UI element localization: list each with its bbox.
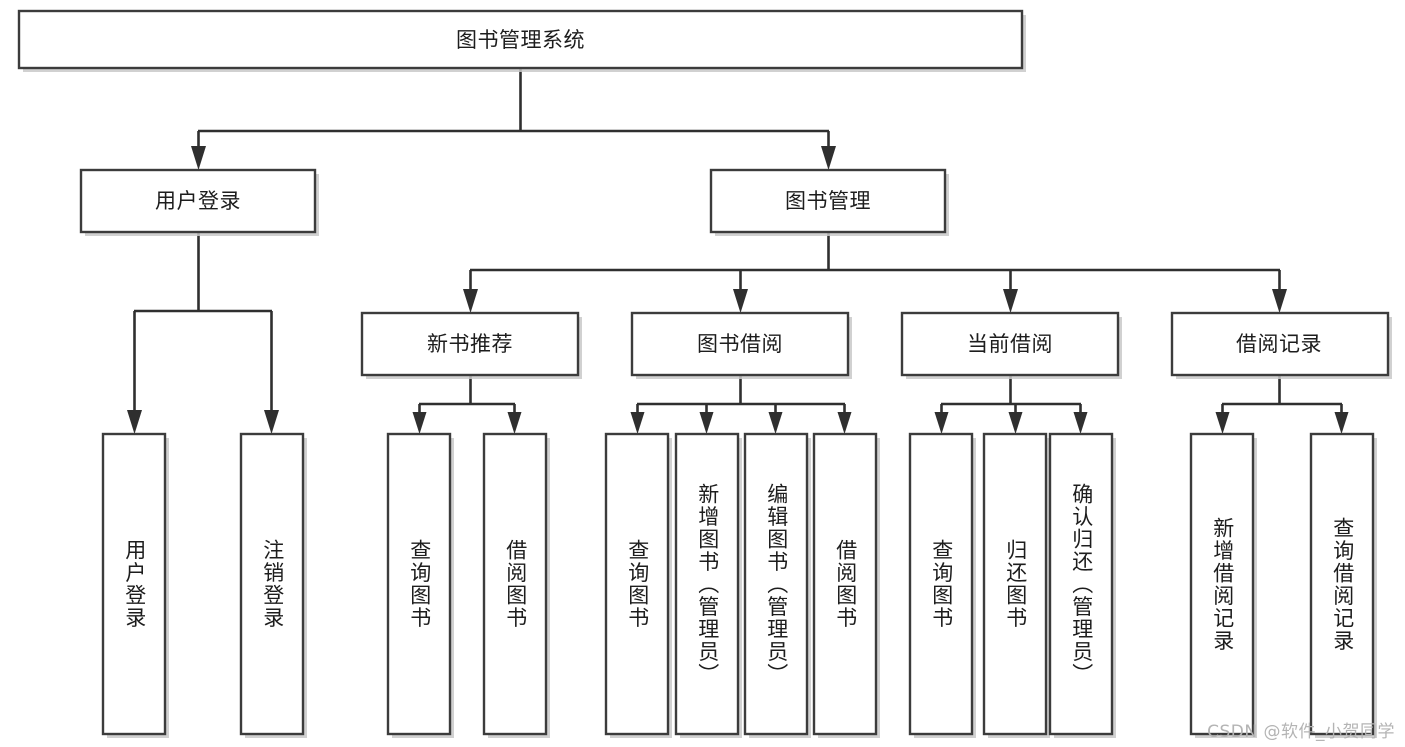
node-borrow-record[interactable]: 借阅记录 xyxy=(1170,311,1392,379)
node-book-management[interactable]: 图书管理 xyxy=(709,168,949,236)
node-leaf-return-book-rect[interactable] xyxy=(982,432,1048,736)
node-book-management-label: 图书管理 xyxy=(785,189,871,213)
node-leaf-query-book-borrow-rect[interactable] xyxy=(604,432,670,736)
leaf-box-group xyxy=(101,432,1377,738)
connector-group-root xyxy=(191,68,836,170)
node-root-label: 图书管理系统 xyxy=(456,28,585,52)
node-leaf-edit-book-rect[interactable] xyxy=(743,432,809,736)
node-leaf-borrow-book-rect[interactable] xyxy=(812,432,878,736)
arrowhead-user-login xyxy=(191,146,206,170)
node-book-borrow[interactable]: 图书借阅 xyxy=(630,311,852,379)
node-leaf-borrow-book-recommend-rect[interactable] xyxy=(482,432,548,736)
node-book-borrow-rect[interactable] xyxy=(630,311,850,377)
node-leaf-query-book-recommend-rect[interactable] xyxy=(386,432,452,736)
arrowhead-book-management xyxy=(821,146,836,170)
arrowhead-leaf-query-book-borrow xyxy=(630,412,645,434)
connector-group-book-management xyxy=(463,232,1287,313)
connector-group-new-book-recommend xyxy=(412,375,522,434)
node-borrow-record-label: 借阅记录 xyxy=(1236,332,1322,356)
arrowhead-book-borrow xyxy=(733,289,748,313)
node-leaf-add-book-rect[interactable] xyxy=(674,432,740,736)
connector-group-book-borrow xyxy=(630,375,852,434)
node-borrow-record-rect[interactable] xyxy=(1170,311,1390,377)
arrowhead-leaf-query-borrow-record xyxy=(1334,412,1349,434)
node-leaf-user-logout-rect[interactable] xyxy=(239,432,305,736)
node-new-book-recommend-label: 新书推荐 xyxy=(427,332,513,356)
arrowhead-leaf-query-book-recommend xyxy=(412,412,427,434)
node-current-borrow-rect[interactable] xyxy=(900,311,1120,377)
node-leaf-query-book-current-rect[interactable] xyxy=(908,432,974,736)
arrowhead-leaf-borrow-book-recommend xyxy=(507,412,522,434)
arrowhead-leaf-confirm-return xyxy=(1073,412,1088,434)
arrowhead-leaf-return-book xyxy=(1008,412,1023,434)
node-book-management-rect[interactable] xyxy=(709,168,947,234)
connector-group-user-login xyxy=(127,232,279,434)
arrowhead-leaf-user-login xyxy=(127,410,142,434)
connector-group-borrow-record xyxy=(1215,375,1349,434)
node-new-book-recommend[interactable]: 新书推荐 xyxy=(360,311,582,379)
node-user-login-label: 用户登录 xyxy=(155,189,241,213)
arrowhead-leaf-query-book-current xyxy=(934,412,949,434)
node-current-borrow[interactable]: 当前借阅 xyxy=(900,311,1122,379)
node-leaf-user-login-rect[interactable] xyxy=(101,432,167,736)
node-current-borrow-label: 当前借阅 xyxy=(967,332,1053,356)
arrowhead-new-book-recommend xyxy=(463,289,478,313)
node-book-borrow-label: 图书借阅 xyxy=(697,332,783,356)
arrowhead-leaf-borrow-book xyxy=(837,412,852,434)
node-leaf-query-borrow-record-rect[interactable] xyxy=(1309,432,1375,736)
node-leaf-confirm-return-rect[interactable] xyxy=(1048,432,1114,736)
node-root-rect[interactable] xyxy=(17,9,1024,70)
arrowhead-leaf-add-borrow-record xyxy=(1215,412,1230,434)
arrowhead-borrow-record xyxy=(1272,289,1287,313)
arrowhead-leaf-add-book xyxy=(699,412,714,434)
node-user-login[interactable]: 用户登录 xyxy=(79,168,319,236)
watermark-text: CSDN @软件_小贺同学 xyxy=(1207,722,1395,742)
node-user-login-rect[interactable] xyxy=(79,168,317,234)
connector-group-current-borrow xyxy=(934,375,1088,434)
arrowhead-leaf-edit-book xyxy=(768,412,783,434)
arrowhead-leaf-user-logout xyxy=(264,410,279,434)
arrowhead-current-borrow xyxy=(1003,289,1018,313)
node-leaf-add-borrow-record-rect[interactable] xyxy=(1189,432,1255,736)
node-new-book-recommend-rect[interactable] xyxy=(360,311,580,377)
node-root[interactable]: 图书管理系统 xyxy=(17,9,1026,72)
